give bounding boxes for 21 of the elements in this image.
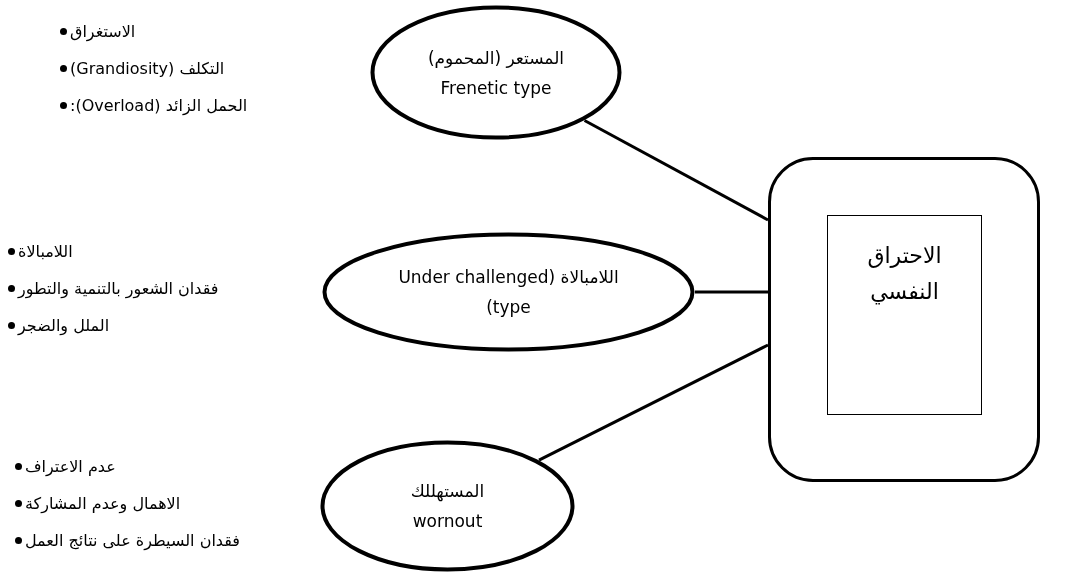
ellipse-node [370,5,622,140]
list-item-text: اللامبالاة [18,242,73,261]
connector-line [538,343,769,462]
ellipse-node [320,440,575,572]
concept-box [827,215,982,415]
rounded-box [768,157,1040,482]
node-text: المستهللك wornout [409,480,486,533]
node-text: اللامبالاة (Under challenged type) [397,266,620,319]
list-item-text: عدم الاعتراف [25,457,116,476]
list-item-text: الاهمال وعدم المشاركة [25,494,181,513]
list-item-text: فقدان السيطرة على نتائج العمل [25,531,240,550]
connector-line [695,290,768,294]
node-text: الاحتراق النفسي [866,242,943,307]
node-text: المستعر (المحموم) Frenetic type [426,46,566,100]
list-item-text: الحمل الزائد (Overload): [70,96,248,115]
list-item-text: الاستغراق [70,22,136,41]
list-item-text: التكلف (Grandiosity) [70,59,225,78]
ellipse-node [322,232,695,352]
list-item-text: الملل والضجر [18,316,110,335]
connector-line [583,119,769,222]
list-item-text: فقدان الشعور بالتنمية والتطور [18,279,219,298]
